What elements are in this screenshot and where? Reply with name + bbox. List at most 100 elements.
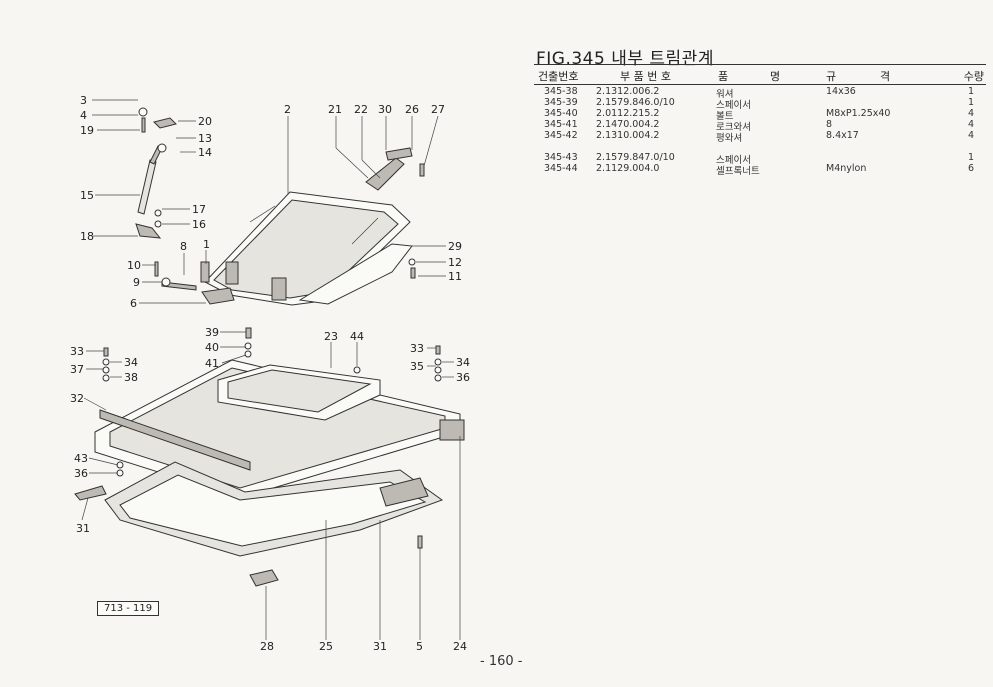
callout-22: 22	[354, 103, 368, 116]
cell-name: 평와셔	[716, 133, 743, 144]
callout-20: 20	[198, 115, 212, 128]
callout-27: 27	[431, 103, 445, 116]
callout-38: 37	[70, 363, 84, 376]
callout-4: 4	[80, 109, 87, 122]
callout-40: 39	[205, 326, 219, 339]
cell-name: 스페이서	[716, 155, 751, 166]
hinge-group	[154, 261, 235, 305]
cell-spec: 8	[826, 119, 833, 130]
frame-fasteners	[74, 327, 442, 587]
callout-37-right: 36	[456, 371, 470, 384]
cell-qty: 4	[967, 130, 974, 141]
cell-spec: 8.4x17	[826, 130, 859, 141]
callout-numbers: 3 4 19 20 13 14 15 17 16 18 8 1 10 9 6 2…	[70, 94, 470, 653]
page-number: - 160 -	[480, 654, 523, 669]
cell-name: 볼트	[716, 111, 734, 122]
figure-ref-code: 713 - 119	[97, 601, 160, 616]
callout-9: 9	[133, 276, 140, 289]
callout-28: 28	[260, 640, 274, 653]
header-rule	[534, 84, 986, 85]
cell-part-no: 2.1579.847.0/10	[596, 152, 675, 163]
callout-19: 19	[80, 124, 94, 137]
callout-17: 17	[192, 203, 206, 216]
cell-name: 워셔	[716, 89, 734, 100]
callout-21: 21	[328, 103, 342, 116]
callout-36: 35	[410, 360, 424, 373]
header-qty: 수량	[963, 70, 984, 83]
callout-23: 23	[324, 330, 338, 343]
callout-14: 14	[198, 146, 212, 159]
cell-part-no: 2.1310.004.2	[596, 130, 660, 141]
cell-spec: M4nylon	[826, 163, 867, 174]
cell-part-no: 2.1129.004.0	[596, 163, 660, 174]
parts-table: 345-38 2.1312.006.2 워셔 14x36 1 345-39 2.…	[534, 86, 986, 177]
callout-41: 40	[205, 341, 219, 354]
callout-34-right: 33	[410, 342, 424, 355]
callout-31: 31	[373, 640, 387, 653]
callout-37-left: 36	[74, 467, 88, 480]
callout-16: 16	[192, 218, 206, 231]
cell-ref: 345-39	[544, 97, 578, 108]
callout-29: 29	[448, 240, 462, 253]
header-ref: 건출번호	[538, 70, 579, 83]
header-name-a: 품	[718, 70, 729, 83]
table-row: 345-44 2.1129.004.0 셀프록너트 M4nylon 6	[534, 163, 986, 177]
callout-42: 41	[205, 357, 219, 370]
callout-39: 38	[124, 371, 138, 384]
table-row: 345-43 2.1579.847.0/10 스페이서 1	[534, 152, 986, 166]
cell-part-no: 2.0112.215.2	[596, 108, 660, 119]
callout-1: 1	[203, 238, 210, 251]
callout-44: 44	[350, 330, 364, 343]
table-row: 345-39 2.1579.846.0/10 스페이서 1	[534, 97, 986, 111]
header-name-b: 명	[770, 70, 781, 83]
callout-35-right: 34	[456, 356, 470, 369]
header-spec-a: 규	[826, 70, 837, 83]
callout-33: 32	[70, 392, 84, 405]
cell-part-no: 2.1312.006.2	[596, 86, 660, 97]
callout-25: 25	[319, 640, 333, 653]
cell-ref: 345-42	[544, 130, 578, 141]
cell-part-no: 2.1579.846.0/10	[596, 97, 675, 108]
cell-qty: 4	[967, 119, 974, 130]
cell-ref: 345-41	[544, 119, 578, 130]
cell-qty: 1	[967, 86, 974, 97]
gas-strut	[135, 107, 177, 239]
callout-30: 30	[378, 103, 392, 116]
callout-6: 6	[130, 297, 137, 310]
callout-32: 31	[76, 522, 90, 535]
callout-8: 8	[180, 240, 187, 253]
callout-12: 12	[448, 256, 462, 269]
lid-fasteners	[408, 258, 416, 279]
callout-18: 18	[80, 230, 94, 243]
cell-name: 로크와셔	[716, 122, 751, 133]
cell-qty: 6	[967, 163, 974, 174]
latch-handle	[365, 147, 425, 191]
table-row: 345-40 2.0112.215.2 볼트 M8xP1.25x40 4	[534, 108, 986, 122]
cell-qty: 1	[967, 152, 974, 163]
header-part-no: 부 품 번 호	[620, 70, 671, 83]
callout-15: 15	[80, 189, 94, 202]
table-row: 345-41 2.1470.004.2 로크와셔 8 4	[534, 119, 986, 133]
table-row: 345-38 2.1312.006.2 워셔 14x36 1	[534, 86, 986, 100]
callout-43: 43	[74, 452, 88, 465]
cell-qty: 4	[967, 108, 974, 119]
cell-ref: 345-43	[544, 152, 578, 163]
callout-10: 10	[127, 259, 141, 272]
hatch-lid	[204, 191, 413, 306]
cell-name: 셀프록너트	[716, 166, 760, 177]
callout-34-left: 33	[70, 345, 84, 358]
title-rule	[534, 64, 986, 65]
roof-frame	[94, 359, 465, 499]
callout-5: 5	[416, 640, 423, 653]
callout-24: 24	[453, 640, 467, 653]
leader-lines	[81, 99, 461, 640]
cell-qty: 1	[967, 97, 974, 108]
cell-ref: 345-44	[544, 163, 578, 174]
cell-part-no: 2.1470.004.2	[596, 119, 660, 130]
callout-2: 2	[284, 103, 291, 116]
cell-name: 스페이서	[716, 100, 751, 111]
cell-ref: 345-38	[544, 86, 578, 97]
callout-26: 26	[405, 103, 419, 116]
table-header: 건출번호 부 품 번 호 품 명 규 격 수량	[534, 66, 986, 84]
